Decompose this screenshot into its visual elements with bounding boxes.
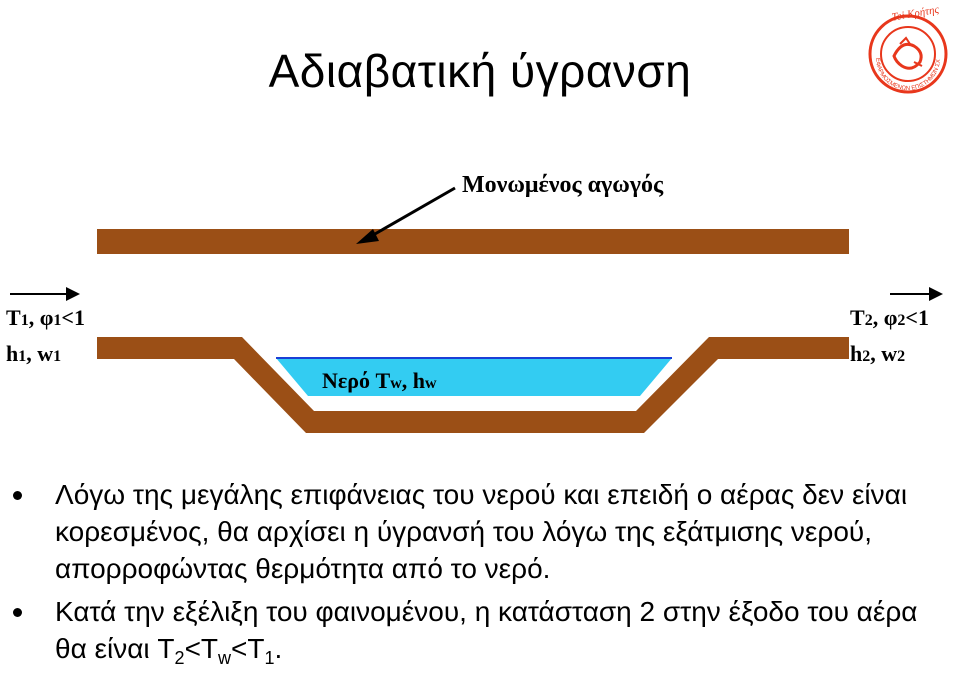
duct-top-wall [97,229,849,254]
outlet-state-line1: T2, φ2<1 [850,305,929,330]
bullet-item: Κατά την εξέλιξη του φαινομένου, η κατάσ… [0,593,960,677]
duct-label: Μονωμένος αγωγός [462,172,664,198]
logo-text: Tei Kρήτης [891,4,941,24]
water-label: Νερό Tw, hw [322,368,437,393]
inlet-state-line2: h1, w1 [6,341,62,366]
outlet-state-line2: h2, w2 [850,341,906,366]
inlet-flow-arrowhead [66,287,80,301]
duct-bottom-wall [97,337,849,433]
bullet-text: Λόγω της μεγάλης επιφάνειας του νερού κα… [55,479,908,584]
bullet-list: Λόγω της μεγάλης επιφάνειας του νερού κα… [0,476,960,677]
water-body [276,358,672,396]
duct-pointer-arrowhead [356,229,379,244]
inlet-state-line1: T1, φ1<1 [6,305,85,330]
bullet-dot [13,608,22,617]
institution-logo: Tei Kρήτης ΕΦΑΡΜΟΣΜΕΝΩΝ ΕΠΙΣΤΗΜΩΝ ΣΧΟΛΗ … [862,4,948,94]
bullet-dot [13,491,22,500]
duct-pointer-arrow [367,186,456,240]
humidifier-duct-diagram [10,186,943,433]
slide-title: Αδιαβατική ύγρανση [268,45,692,97]
bullet-text: Κατά την εξέλιξη του φαινομένου, η κατάσ… [55,596,918,668]
outlet-flow-arrowhead [929,287,943,301]
bullet-item: Λόγω της μεγάλης επιφάνειας του νερού κα… [0,476,960,587]
